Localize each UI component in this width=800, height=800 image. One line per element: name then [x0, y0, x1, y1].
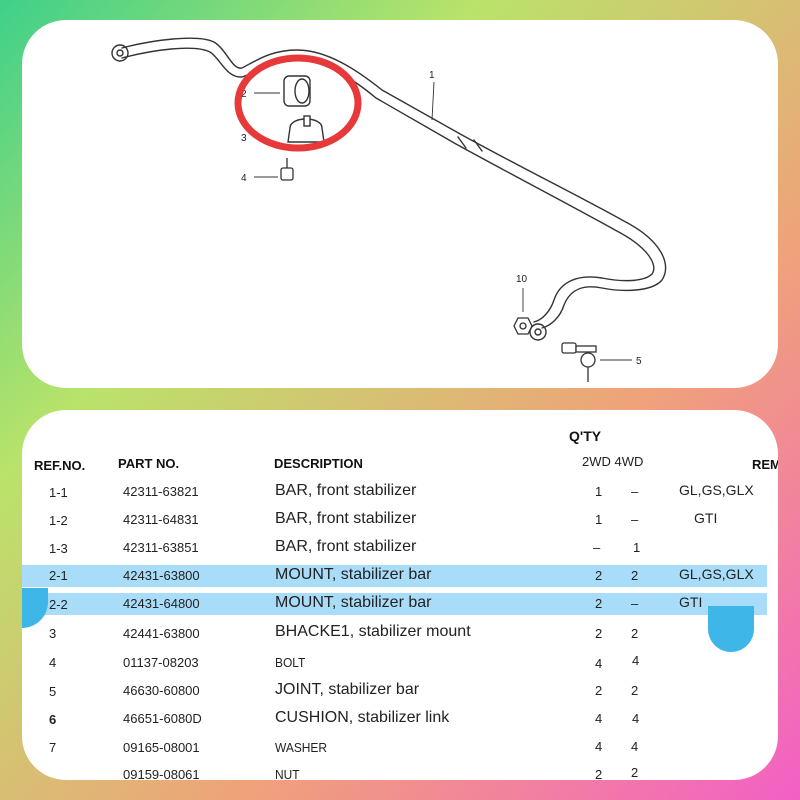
row-part: 42311-63821 [123, 484, 199, 499]
row-qty-4wd: 2 [631, 765, 639, 780]
row-qty-2wd: 2 [595, 568, 603, 583]
row-part: 42431-63800 [123, 568, 200, 583]
mount-bracket [287, 115, 325, 143]
row-desc: CUSHION, stabilizer link [275, 709, 450, 726]
row-qty-2wd: 1 [595, 512, 603, 527]
row-desc: BHACKE1, stabilizer mount [275, 623, 471, 640]
row-qty-2wd: 1 [595, 484, 603, 499]
row-ref: 2-1 [49, 568, 68, 583]
row-qty-4wd: – [631, 596, 639, 611]
parts-table-card: Q'TY REF.NO. PART NO. DESCRIPTION 2WD 4W… [22, 410, 778, 780]
row-qty-4wd: 4 [632, 653, 640, 668]
row-ref: 1-3 [49, 541, 68, 556]
callout-10: 10 [516, 274, 528, 285]
highlight-circle [234, 54, 362, 152]
row-qty-2wd: 2 [595, 767, 603, 780]
bolt-part [280, 158, 294, 181]
callout-3: 3 [241, 133, 247, 144]
col-desc-header: DESCRIPTION [274, 456, 363, 471]
row-desc: MOUNT, stabilizer bar [275, 566, 432, 583]
row-qty-2wd: 4 [595, 656, 603, 671]
col-qty-header: 2WD 4WD [582, 454, 644, 469]
row-qty-4wd: 4 [631, 739, 639, 754]
row-desc: BOLT [275, 655, 306, 670]
row-desc: BAR, front stabilizer [275, 482, 417, 499]
row-qty-4wd: 4 [632, 711, 640, 726]
row-part: 42311-63851 [123, 540, 199, 555]
stabilizer-bar [111, 37, 667, 341]
nut-part [513, 317, 533, 335]
row-remark: GL,GS,GLX [679, 566, 754, 582]
row-qty-2wd: 2 [595, 626, 603, 641]
row-desc: BAR, front stabilizer [275, 538, 417, 555]
row-desc: MOUNT, stabilizer bar [275, 594, 432, 611]
row-ref: 6 [49, 712, 57, 727]
row-qty-2wd: 4 [595, 739, 603, 754]
row-ref: 7 [49, 740, 57, 755]
stabilizer-bar-diagram: 1 2 3 4 10 5 [111, 37, 667, 382]
row-ref: 2-2 [49, 597, 68, 612]
row-ref: 4 [49, 655, 57, 670]
callout-2: 2 [241, 89, 247, 100]
callout-5: 5 [636, 356, 642, 367]
row-part: 46630-60800 [123, 683, 200, 698]
row-part: 42431-64800 [123, 596, 200, 611]
highlight-row-2-2 [22, 593, 767, 615]
row-qty-2wd: – [593, 540, 601, 555]
qty-header: Q'TY [569, 428, 602, 444]
row-part: 42311-64831 [123, 512, 199, 527]
row-part: 09165-08001 [123, 740, 200, 755]
mount-bushing [283, 75, 311, 107]
callout-1: 1 [429, 70, 435, 81]
row-desc: NUT [275, 767, 300, 780]
highlight-dot-left [22, 588, 48, 628]
row-ref: 3 [49, 626, 57, 641]
col-rem-header: REM [752, 457, 778, 472]
row-qty-4wd: 1 [633, 540, 641, 555]
highlight-dot-right [708, 606, 754, 652]
row-ref: 1-2 [49, 513, 68, 528]
highlight-row-2-1 [22, 565, 767, 587]
row-desc: BAR, front stabilizer [275, 510, 417, 527]
row-qty-4wd: 2 [631, 626, 639, 641]
col-part-header: PART NO. [118, 456, 180, 471]
row-qty-4wd: 2 [631, 568, 639, 583]
row-qty-4wd: 2 [631, 683, 639, 698]
row-ref: 5 [49, 684, 57, 699]
row-desc: JOINT, stabilizer bar [275, 681, 420, 698]
row-qty-2wd: 2 [595, 683, 603, 698]
row-qty-2wd: 4 [595, 711, 603, 726]
row-qty-4wd: – [631, 512, 639, 527]
row-qty-2wd: 2 [595, 596, 603, 611]
row-qty-4wd: – [631, 484, 639, 499]
parts-diagram-card: 1 2 3 4 10 5 [22, 20, 778, 388]
row-remark: GTI [679, 594, 703, 610]
row-part: 09159-08061 [123, 767, 200, 780]
callout-4: 4 [241, 173, 247, 184]
row-desc: WASHER [275, 740, 328, 755]
row-part: 01137-08203 [123, 655, 199, 670]
joint-part [561, 342, 597, 382]
row-part: 46651-6080D [123, 711, 202, 726]
row-remark: GTI [694, 510, 718, 526]
row-remark: GL,GS,GLX [679, 482, 754, 498]
row-part: 42441-63800 [123, 626, 200, 641]
col-ref-header: REF.NO. [34, 458, 86, 473]
row-ref: 1-1 [49, 485, 68, 500]
